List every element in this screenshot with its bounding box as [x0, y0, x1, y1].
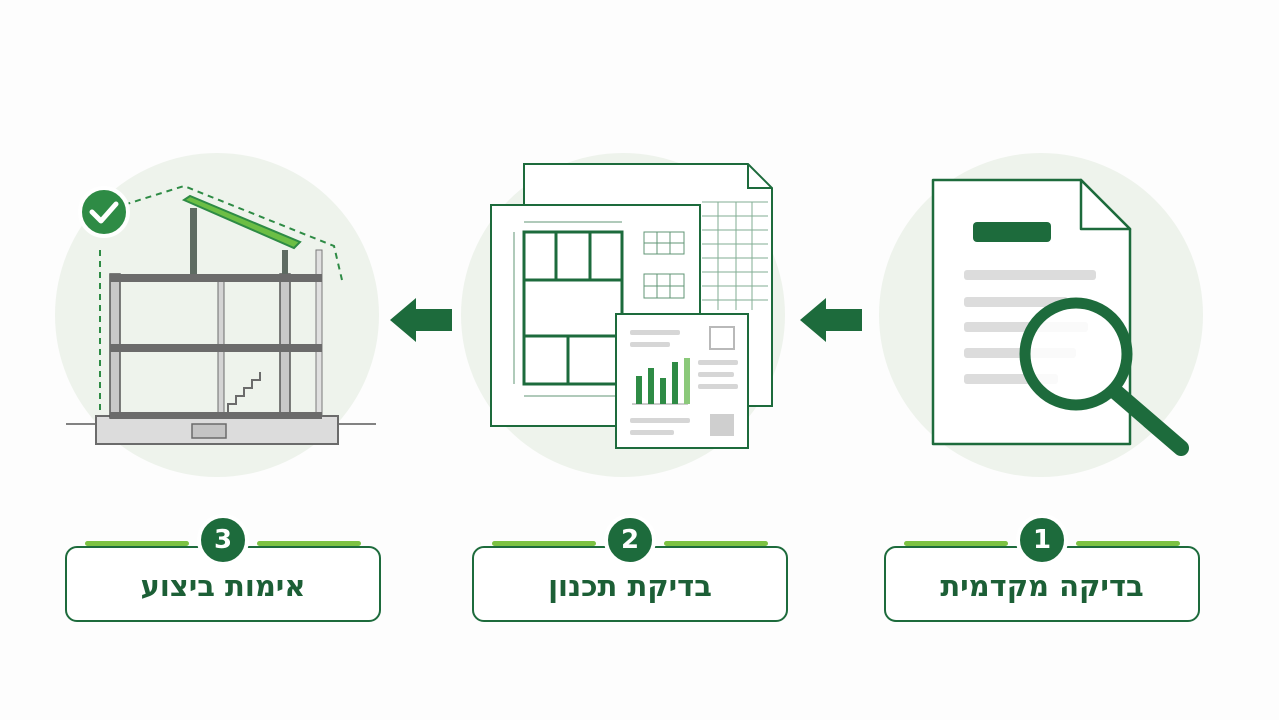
step-2-accent-bar-left: [492, 541, 596, 546]
step-card-3: אימות ביצוע 3: [65, 508, 381, 624]
step-1-accent-bar-right: [1076, 541, 1180, 546]
step-1-accent-bar-left: [904, 541, 1008, 546]
step-card-2: בדיקת תכנון 2: [472, 508, 788, 624]
step-2-number-badge: 2: [604, 514, 656, 566]
step-3-accent-bar-right: [257, 541, 361, 546]
step-3-label: אימות ביצוע: [140, 569, 306, 603]
step-card-1: בדיקה מקדמית 1: [884, 508, 1200, 624]
arrow-left-icon: [798, 294, 864, 346]
document-magnifier-icon: [876, 150, 1206, 480]
step-2-label: בדיקת תכנון: [548, 569, 712, 603]
step-1-label: בדיקה מקדמית: [940, 569, 1144, 603]
arrow-left-icon: [388, 294, 454, 346]
step-2-accent-bar-right: [664, 541, 768, 546]
house-section-check-icon: [52, 150, 382, 480]
step-1-number-badge: 1: [1016, 514, 1068, 566]
step-3-accent-bar-left: [85, 541, 189, 546]
blueprint-report-icon: [458, 150, 788, 480]
step-3-number-badge: 3: [197, 514, 249, 566]
